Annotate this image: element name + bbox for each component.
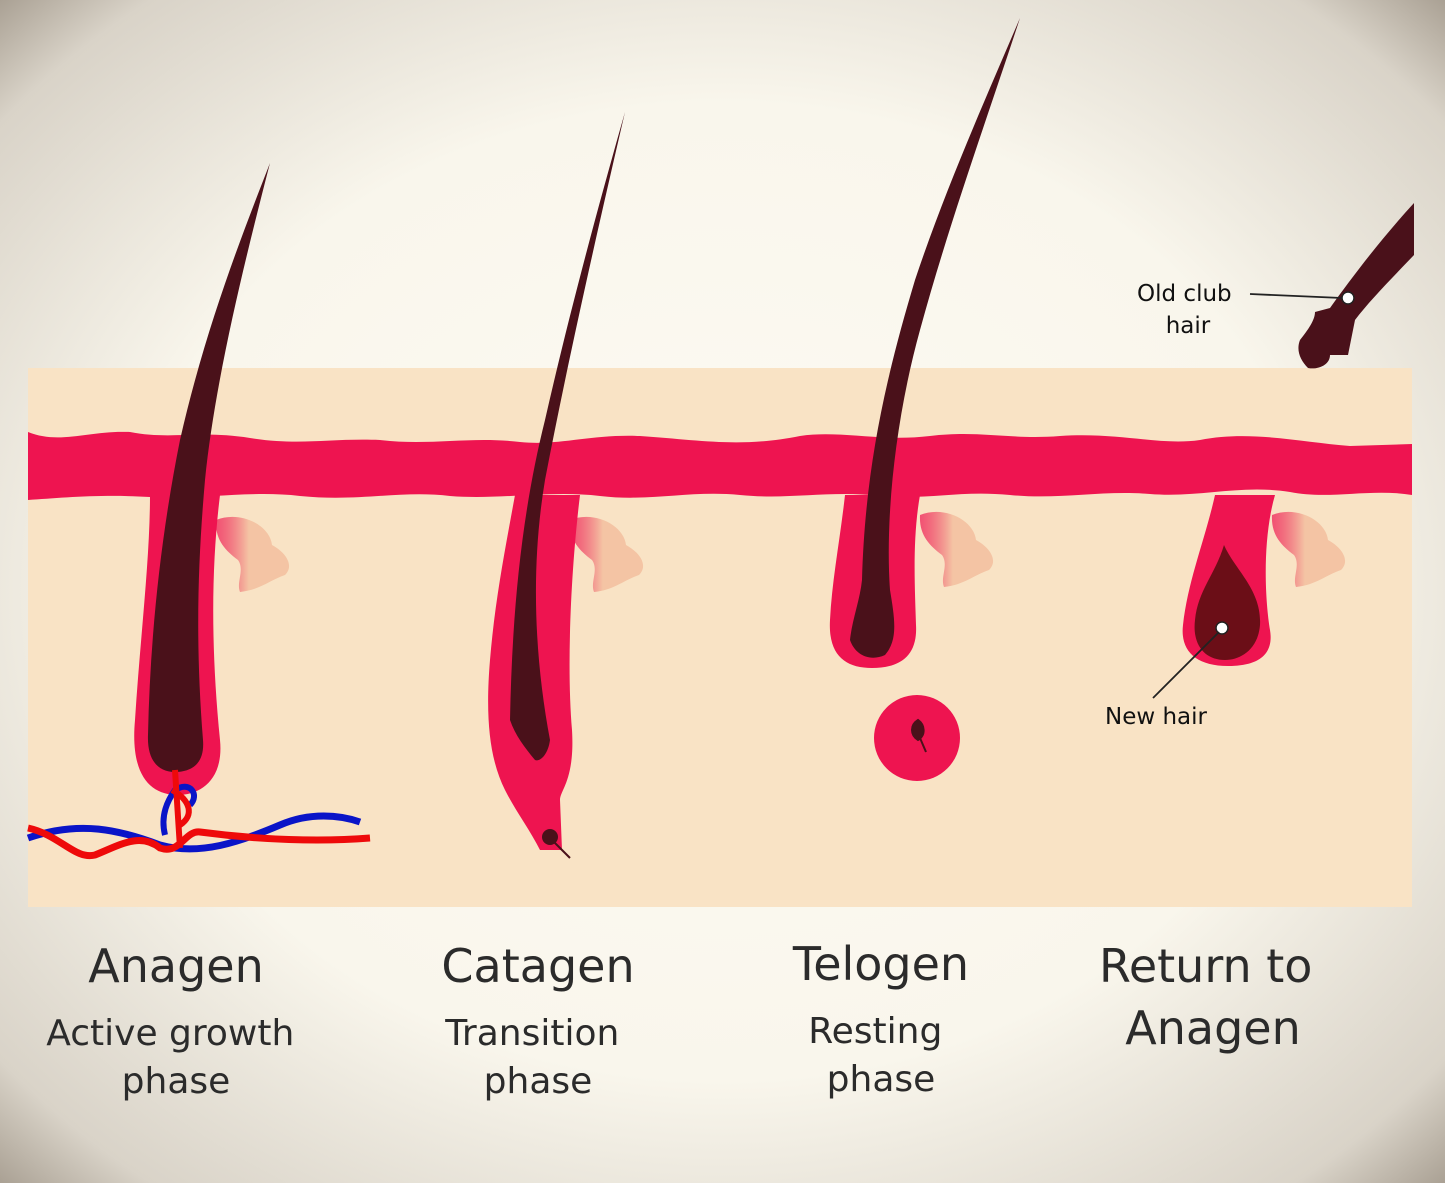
stage-title-catagen: Catagen xyxy=(441,939,634,993)
sebaceous-glands xyxy=(215,511,1346,592)
stage-subtitle-telogen: Resting phase xyxy=(808,1011,954,1100)
catagen-follicle xyxy=(488,112,625,859)
return-anagen-follicle xyxy=(1152,203,1414,699)
old-club-hair-icon xyxy=(1298,203,1414,369)
stage-title-telogen: Telogen xyxy=(792,937,969,991)
telogen-follicle xyxy=(829,18,1020,781)
old-club-hair-label: Old club hair xyxy=(1137,281,1239,339)
stage-title-return-to-anagen: Return to Anagen xyxy=(1099,939,1327,1055)
stage-title-anagen: Anagen xyxy=(88,939,263,993)
new-hair-icon xyxy=(1194,545,1261,660)
stage-subtitle-catagen: Transition phase xyxy=(444,1013,631,1102)
epidermis-layer xyxy=(28,431,1412,500)
new-hair-label: New hair xyxy=(1105,704,1208,730)
stage-subtitle-anagen: Active growth phase xyxy=(46,1013,306,1102)
anagen-follicle xyxy=(26,163,371,860)
